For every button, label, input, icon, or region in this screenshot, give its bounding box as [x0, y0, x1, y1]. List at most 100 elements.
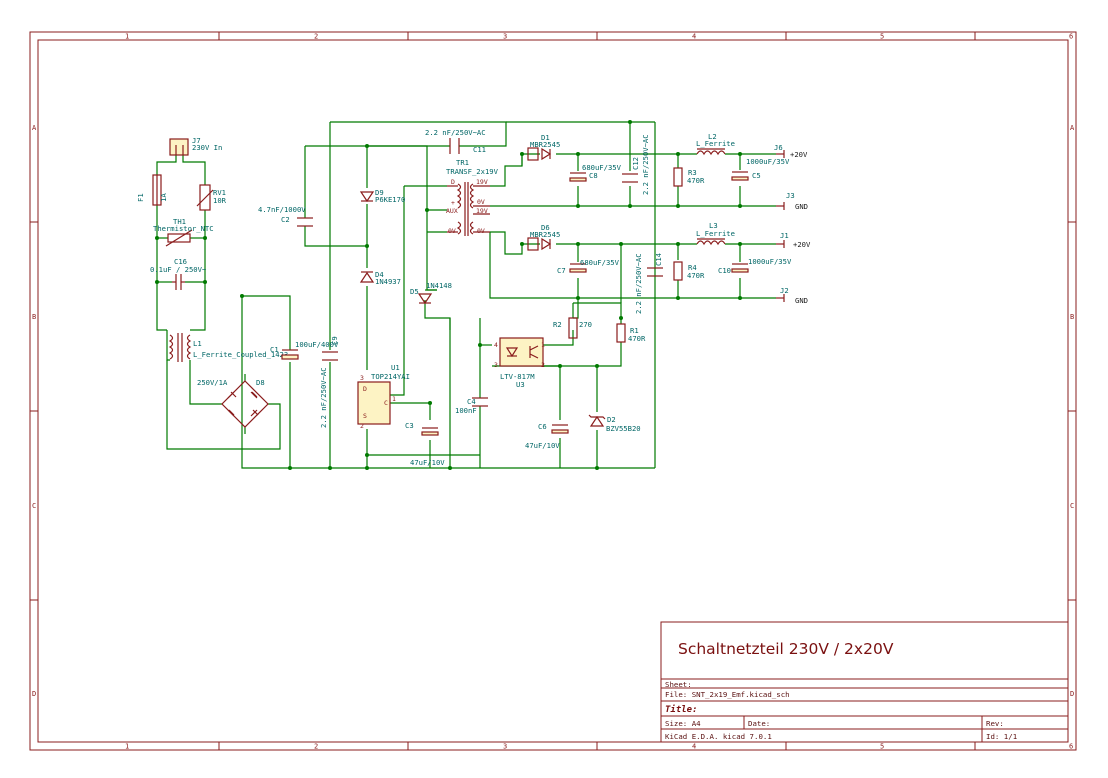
c9-value: 2.2 nF/250V~AC [319, 367, 328, 428]
junction [595, 466, 599, 470]
junction [738, 296, 742, 300]
connector-j1: J1 +20V [776, 231, 811, 249]
date-label: Date: [748, 719, 770, 728]
junction [288, 466, 292, 470]
d1-ref: D1 [541, 133, 550, 142]
c11-value: 2.2 nF/250V~AC [425, 128, 486, 137]
file-label: File: SNT_2x19_Emf.kicad_sch [665, 690, 790, 699]
rv1-value: 10R [213, 196, 227, 205]
r2-ref: R2 [553, 320, 562, 329]
u1-pin-3: 3 [360, 374, 364, 382]
row-label: C [1070, 502, 1074, 510]
j3-ref: J3 [786, 191, 795, 200]
inductor-l2: L2 L_Ferrite [696, 132, 735, 156]
junction [425, 208, 429, 212]
c12-ref: C12 [631, 157, 640, 170]
c6-ref: C6 [538, 422, 547, 431]
d5-value: 1N4148 [426, 281, 452, 290]
c8-ref: C8 [589, 171, 598, 180]
th1-value: Thermistor_NTC [153, 224, 214, 233]
fuse-f1: F1 1A [136, 174, 168, 206]
c16-ref: C16 [174, 257, 187, 266]
tr1-value: TRANSF_2x19V [446, 167, 499, 176]
optocoupler-u3: 4 3 1 2 LTV-817M U3 [494, 337, 545, 389]
junction [478, 343, 482, 347]
capacitor-c1: C1 100uF/400V [270, 340, 339, 360]
c10-value: 1000uF/35V [748, 257, 792, 266]
connector-j2: J2 GND [776, 286, 808, 305]
d6-value: MBR2545 [530, 230, 560, 239]
f1-value: 1A [159, 193, 168, 202]
c14-value: 2.2 nF/250V~AC [634, 253, 643, 314]
col-label: 3 [503, 743, 507, 751]
l3-value: L_Ferrite [696, 229, 735, 238]
c1-ref: C1 [270, 345, 279, 354]
l3-ref: L3 [709, 221, 718, 230]
thermistor-th1: TH1 Thermistor_NTC [153, 217, 214, 247]
row-label: B [32, 313, 36, 321]
common-mode-choke-l1: L1 L_Ferrite_Coupled_1423 [168, 333, 288, 362]
resistor-r3: R3 470R [673, 167, 705, 187]
schottky-diode-d6: D6 MBR2545 [527, 223, 560, 251]
junction [448, 466, 452, 470]
d8-value: 250V/1A [197, 378, 228, 387]
d8-ref: D8 [256, 378, 265, 387]
tool-label: KiCad E.D.A. kicad 7.0.1 [665, 732, 772, 741]
capacitor-c4: C4 100nF [455, 397, 488, 415]
varistor-rv1: RV1 10R [196, 184, 227, 211]
junction [155, 236, 159, 240]
u3-ref: U3 [516, 380, 525, 389]
inductor-l3: L3 L_Ferrite [696, 221, 735, 246]
c16-value: 0.1uF / 250V~ [150, 265, 207, 274]
d9-ref: D9 [375, 188, 384, 197]
tr1-pin-19v-bottom: 19V [476, 207, 488, 215]
capacitor-c6: C6 47uF/10V [525, 422, 569, 450]
connector-j3: J3 GND [776, 191, 808, 211]
drawing-frame [29, 31, 1077, 751]
u3-pin-2: 2 [541, 361, 545, 369]
junction [738, 204, 742, 208]
c7-value: 680uF/35V [580, 258, 620, 267]
junction [365, 244, 369, 248]
row-label: D [32, 690, 36, 698]
row-label: C [32, 502, 36, 510]
col-label: 1 [125, 33, 129, 41]
size-label: Size: A4 [665, 719, 701, 728]
junction [628, 204, 632, 208]
id-label: Id: 1/1 [986, 732, 1017, 741]
sheet-label: Sheet: [665, 680, 692, 689]
junction-dots [155, 120, 742, 470]
capacitor-c11: 2.2 nF/250V~AC C11 [425, 128, 486, 154]
col-label: 3 [503, 33, 507, 41]
d2-value: BZV55B20 [606, 424, 641, 433]
capacitor-c16: C16 0.1uF / 250V~ [150, 257, 207, 290]
junction [676, 204, 680, 208]
row-label: D [1070, 690, 1074, 698]
j7-ref: J7 [192, 136, 201, 145]
r4-value: 470R [687, 271, 705, 280]
d5-ref: D5 [410, 287, 419, 296]
c3-value: 47uF/10V [410, 458, 445, 467]
junction [576, 242, 580, 246]
c4-ref: C4 [467, 397, 476, 406]
junction [365, 144, 369, 148]
net-label-gnd-j2: GND [795, 296, 808, 305]
net-label-plus20-j1: +20V [793, 240, 811, 249]
capacitor-c12: C12 2.2 nF/250V~AC [622, 134, 650, 195]
r1-value: 470R [628, 334, 646, 343]
capacitor-c10: 1000uF/35V C10 [718, 257, 792, 275]
capacitor-c9: 2.2 nF/250V~AC C9 [319, 336, 339, 428]
schottky-diode-d1: D1 MBR2545 [527, 133, 560, 161]
connector-j7: J7 230V In [169, 136, 222, 156]
l2-ref: L2 [708, 132, 717, 141]
column-labels-bottom: 1 2 3 4 5 6 [125, 743, 1073, 751]
j6-ref: J6 [774, 143, 783, 152]
u1-value: TOP214YAI [371, 372, 410, 381]
net-label-gnd-j3: GND [795, 202, 808, 211]
diode-d5: D5 1N4148 [410, 281, 452, 305]
u1-pin-s: S [363, 412, 367, 420]
c7-ref: C7 [557, 266, 566, 275]
junction [619, 242, 623, 246]
capacitor-c14: C14 2.2 nF/250V~AC [634, 253, 663, 314]
